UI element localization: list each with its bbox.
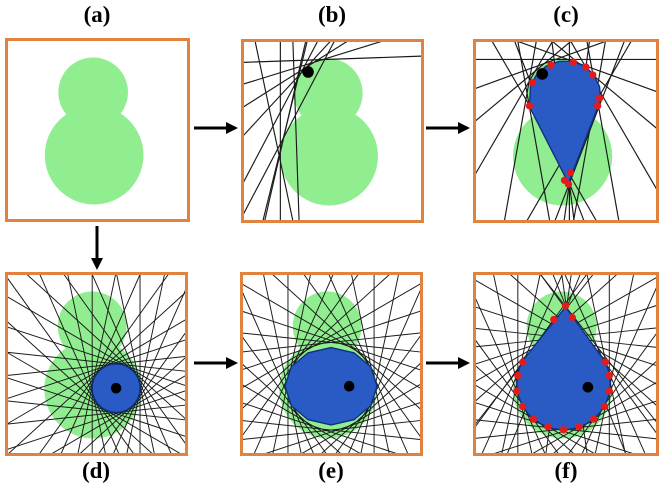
tangent-line <box>272 275 420 410</box>
panel-label-d: (d) <box>81 458 111 483</box>
boundary-sample-dot <box>514 371 522 380</box>
tangent-line <box>243 332 420 353</box>
estimated-hull-region <box>284 346 378 426</box>
tangent-line <box>243 275 359 436</box>
boundary-sample-dot <box>589 71 597 79</box>
boundary-sample-dot <box>561 302 570 310</box>
boundary-sample-dot <box>590 415 598 423</box>
panel-label-c: (c) <box>553 2 579 27</box>
tangent-line <box>243 420 420 440</box>
boundary-sample-dot <box>525 102 534 110</box>
panel-label-a: (a) <box>83 2 111 27</box>
boundary-sample-dot <box>519 402 527 411</box>
tangent-line <box>301 384 420 453</box>
boundary-sample-dot <box>595 94 604 102</box>
arrow-a-to-d <box>90 226 104 270</box>
boundary-sample-dot <box>529 415 538 423</box>
tangent-line <box>476 42 572 122</box>
estimated-hull-region <box>528 60 602 184</box>
panel-f-final-hull-samples <box>473 272 659 456</box>
boundary-sample-dot <box>569 58 577 66</box>
boundary-sample-dot <box>547 61 555 69</box>
boundary-sample-dot <box>544 423 552 431</box>
panel-b-tangent-sampling <box>241 39 424 223</box>
tangent-line <box>243 364 341 453</box>
panel-e-canvas <box>243 275 420 453</box>
arrow-b-to-c <box>426 121 470 135</box>
tangent-line <box>243 283 420 388</box>
tangent-line <box>244 55 421 63</box>
panel-label-f: (f) <box>554 458 578 483</box>
tangent-line <box>243 384 361 453</box>
tangent-line <box>254 42 294 220</box>
silhouette-blob-circle <box>44 105 144 205</box>
tangent-line <box>243 311 420 371</box>
boundary-sample-dot <box>601 358 610 366</box>
reference-point-dot <box>110 382 122 394</box>
tangent-line <box>244 42 382 85</box>
tangent-line <box>262 42 308 220</box>
panel-c-canvas <box>476 42 656 220</box>
reference-point-dot <box>536 68 548 80</box>
tangent-line <box>503 42 537 220</box>
boundary-sample-dot <box>560 176 569 185</box>
tangent-line <box>476 42 553 175</box>
boundary-sample-dot <box>600 402 609 411</box>
boundary-sample-dot <box>559 426 568 434</box>
boundary-sample-dot <box>519 358 527 366</box>
tangent-line <box>292 42 300 220</box>
boundary-sample-dot <box>568 313 577 322</box>
tangent-line <box>243 402 397 453</box>
panel-c-partial-hull <box>473 39 659 223</box>
tangent-line <box>264 42 307 220</box>
panel-label-e: (e) <box>318 458 344 483</box>
boundary-sample-dot <box>513 387 521 395</box>
tangent-line <box>243 332 420 353</box>
tangent-line <box>243 310 420 370</box>
panel-d-canvas <box>8 275 185 453</box>
boundary-sample-dot <box>528 78 537 87</box>
tangent-line <box>476 42 606 89</box>
tangent-line <box>335 335 420 453</box>
arrow-e-to-f <box>426 356 470 370</box>
boundary-sample-dot <box>566 168 575 177</box>
panel-f-canvas <box>476 275 656 453</box>
panel-d-tangent-web <box>5 272 188 456</box>
tangent-line <box>303 275 420 437</box>
tangent-line <box>265 402 420 453</box>
reference-point-dot <box>582 381 594 393</box>
tangent-line <box>243 284 420 389</box>
panel-a-canvas <box>44 57 144 205</box>
tangent-line <box>243 420 420 440</box>
boundary-sample-dot <box>575 423 583 431</box>
tangent-line <box>517 42 551 220</box>
tangent-line <box>243 275 390 409</box>
tangent-line <box>244 42 335 215</box>
tangent-line <box>321 363 420 453</box>
silhouette-blob-circle <box>280 106 378 206</box>
boundary-sample-dot <box>605 387 613 395</box>
panel-label-b: (b) <box>317 2 347 27</box>
panel-b-canvas <box>244 42 421 220</box>
boundary-sample-dot <box>593 102 602 110</box>
boundary-sample-dot <box>605 371 613 380</box>
panel-a-input-silhouette <box>5 38 190 222</box>
arrow-d-to-e <box>194 356 238 370</box>
reference-point-dot <box>343 380 355 392</box>
arrow-a-to-b <box>194 121 238 135</box>
tangent-line <box>243 336 327 453</box>
reference-point-dot <box>302 66 314 78</box>
boundary-sample-dot <box>582 63 590 71</box>
boundary-sample-dot <box>550 315 558 324</box>
tangent-line <box>244 42 348 108</box>
panel-e-hull-envelope <box>240 272 423 456</box>
